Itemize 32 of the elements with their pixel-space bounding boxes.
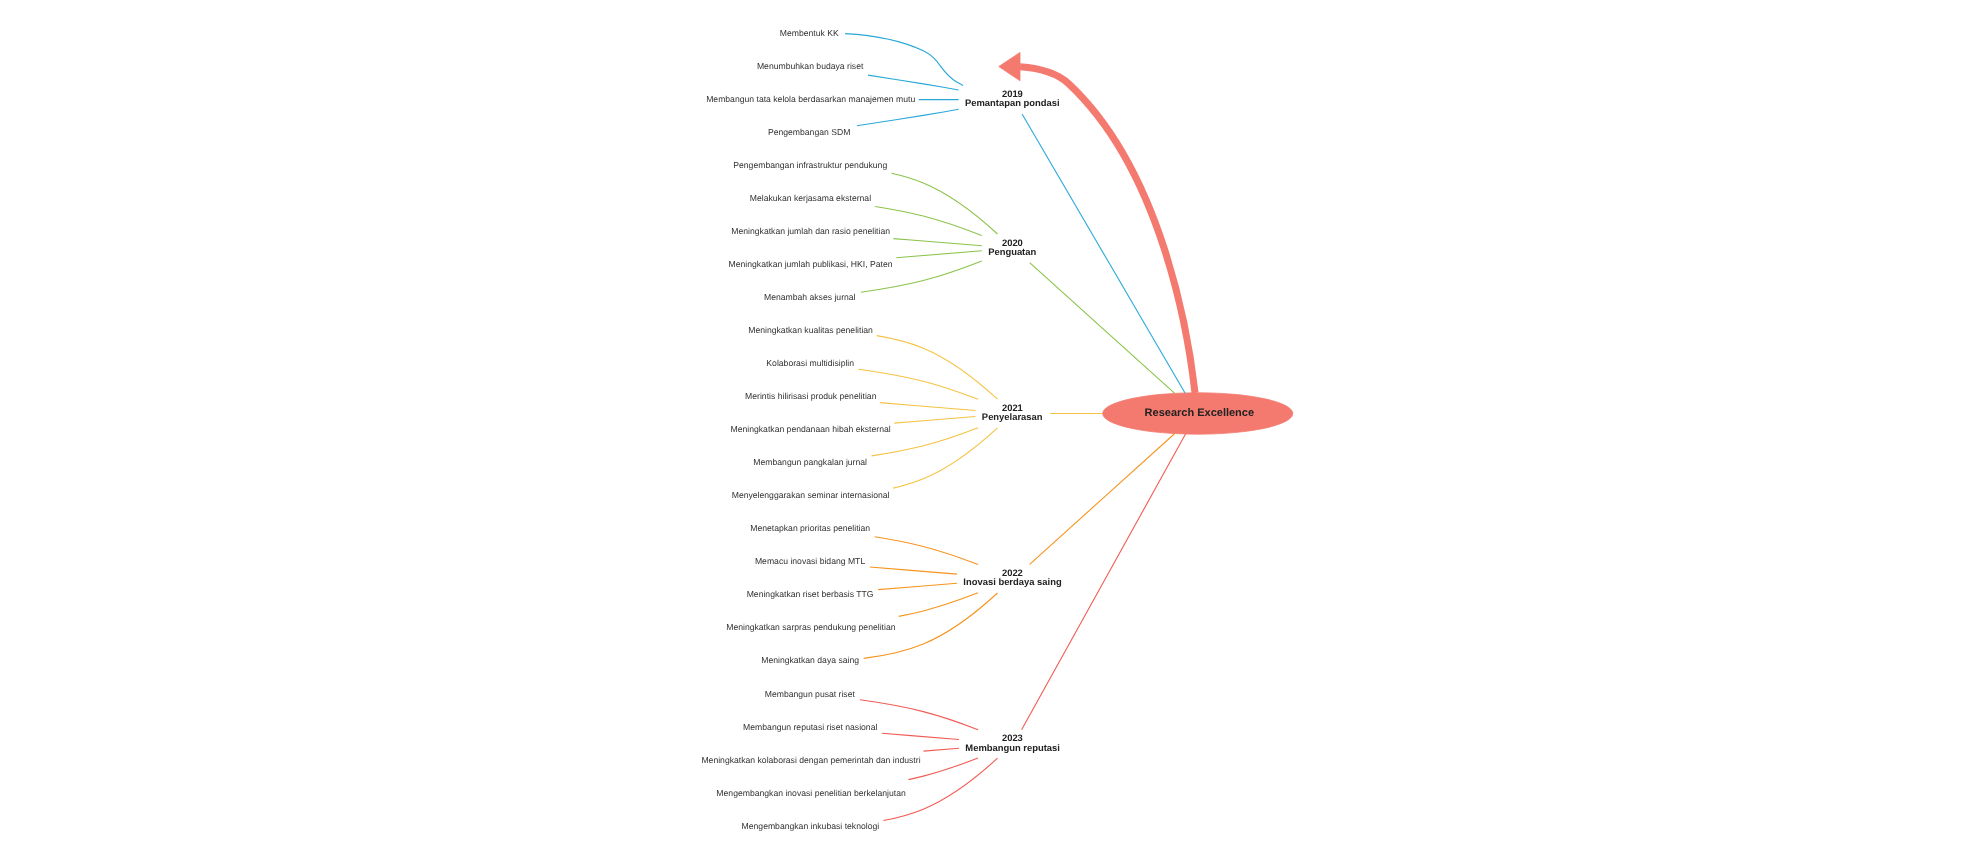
connector xyxy=(875,335,998,400)
connector xyxy=(876,582,957,591)
connector xyxy=(873,205,982,237)
connector xyxy=(843,33,963,86)
connector xyxy=(1020,113,1185,394)
connector xyxy=(1048,412,1102,415)
connector xyxy=(891,238,982,247)
connector xyxy=(859,260,982,293)
connector xyxy=(894,250,982,259)
node-triangle xyxy=(997,52,1020,82)
connector xyxy=(866,74,959,91)
connector xyxy=(868,566,957,575)
connector xyxy=(906,757,978,781)
connector xyxy=(870,427,978,457)
connector xyxy=(878,402,976,412)
connector xyxy=(921,747,959,752)
connector xyxy=(880,732,959,741)
connector xyxy=(1028,432,1175,565)
connector xyxy=(1028,262,1175,394)
connector xyxy=(891,427,998,489)
connector xyxy=(1018,63,1198,394)
connector xyxy=(862,592,998,659)
connector xyxy=(857,368,978,400)
connector xyxy=(1020,433,1186,731)
connector xyxy=(858,699,978,731)
connector xyxy=(881,757,998,822)
connector xyxy=(873,536,978,566)
connector xyxy=(889,172,998,235)
connector xyxy=(892,415,975,424)
connector xyxy=(897,592,978,617)
connector xyxy=(917,99,959,101)
connector xyxy=(855,108,959,127)
